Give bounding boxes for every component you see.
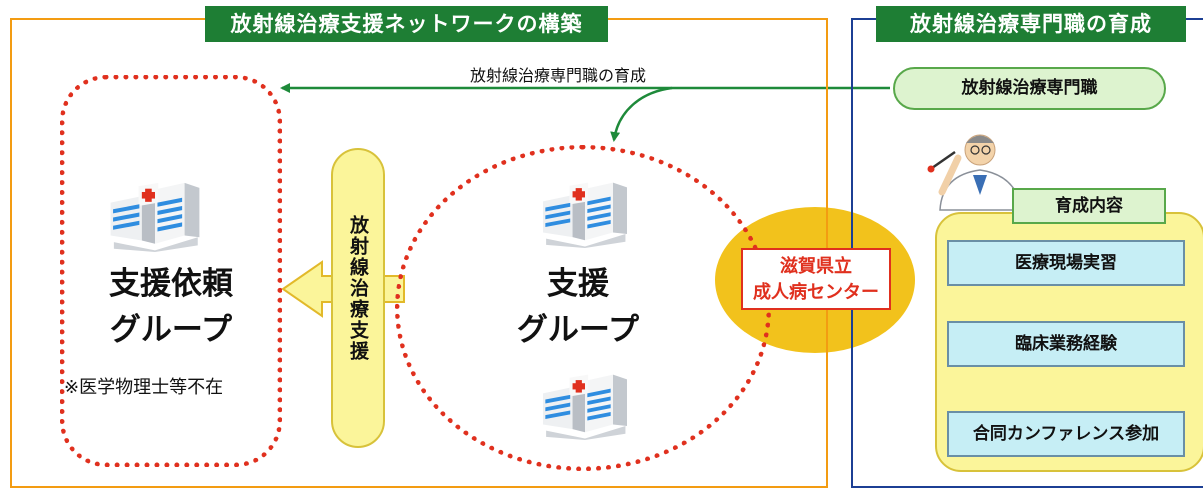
center-label-line2: 成人病センター (753, 282, 879, 303)
support-group-title-line2: グループ (516, 312, 640, 348)
center-label-box: 滋賀県立 成人病センター (741, 248, 891, 310)
request-group-title-line2: グループ (109, 312, 233, 348)
curved-arrow-icon (280, 83, 890, 142)
training-item: 臨床業務経験 (947, 321, 1185, 367)
training-item: 医療現場実習 (947, 240, 1185, 286)
request-group-title-line1: 支援依頼 (109, 266, 233, 302)
center-label-line1: 滋賀県立 (780, 256, 852, 277)
training-section-title: 放射線治療専門職の育成 (876, 6, 1186, 42)
support-group-title-line1: 支援 (547, 266, 609, 302)
request-group-note: ※医学物理士等不在 (64, 377, 224, 398)
support-arrow-label: 放射線治療支援 (347, 215, 369, 362)
support-arrow-pill (331, 148, 385, 448)
training-item: 合同カンファレンス参加 (947, 411, 1185, 457)
specialist-label: 放射線治療専門職 (893, 67, 1166, 110)
doctor-with-pointer-icon (927, 134, 1023, 211)
network-section-title: 放射線治療支援ネットワークの構築 (205, 6, 608, 42)
training-content-title: 育成内容 (1012, 188, 1166, 224)
training-arrow-label: 放射線治療専門職の育成 (470, 66, 647, 85)
request-group-outline (60, 75, 282, 467)
